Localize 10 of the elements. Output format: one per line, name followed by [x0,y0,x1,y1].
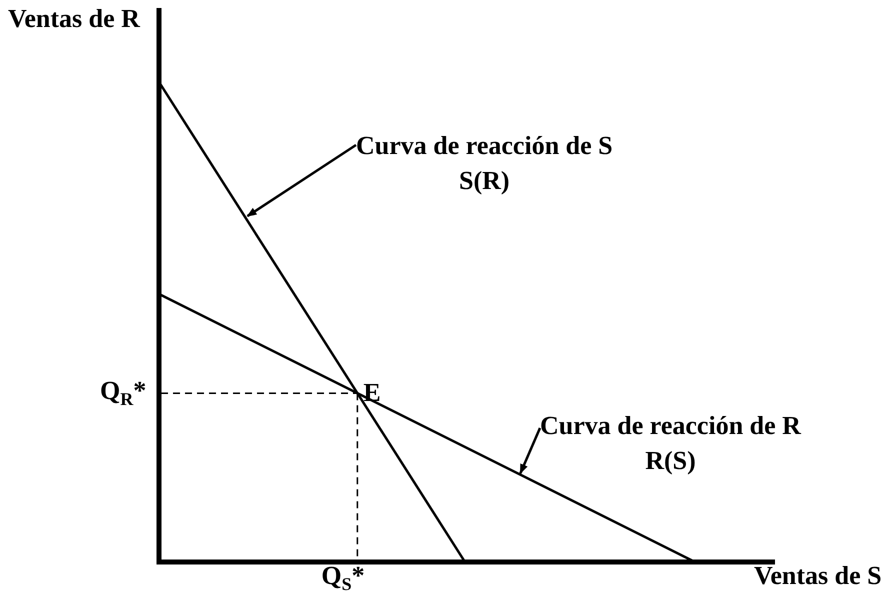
axis-label: Ventas de R [8,4,140,34]
curve-label: R(S) [645,445,696,477]
axis-label: Q$_{S}$* [321,561,365,591]
curve-label: Curva de reacción de S [356,130,613,162]
axis-label: Q$_{R}$* [100,376,146,406]
curve-label: S(R) [459,165,510,197]
curve-label: Curva de reacción de R [540,410,801,442]
leader-arrow [519,428,542,474]
axis-label: Ventas de S [754,561,882,591]
leader-arrow [246,144,357,218]
